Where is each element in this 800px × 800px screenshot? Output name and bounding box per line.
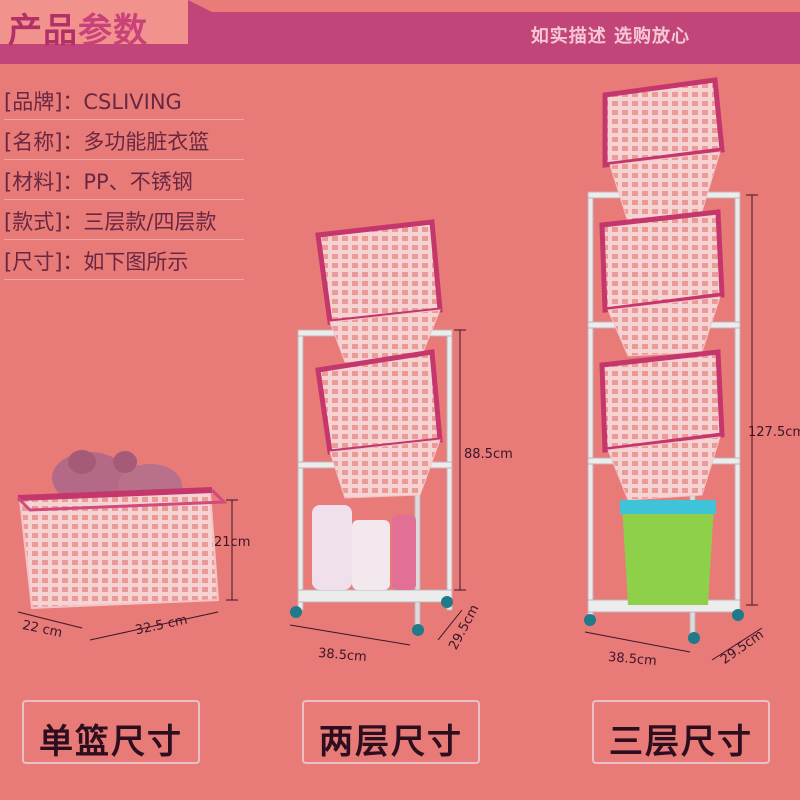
middle-basket bbox=[315, 349, 443, 455]
three-tier-rack-image bbox=[584, 77, 763, 661]
basket-rim bbox=[17, 487, 213, 501]
two-tier-height-label: 88.5cm bbox=[464, 447, 513, 462]
two-tier-label: 两层尺寸 bbox=[302, 700, 480, 764]
three-tier-height-label: 127.5cm bbox=[748, 425, 800, 440]
single-basket-label-text: 单篮尺寸 bbox=[39, 722, 183, 762]
third-basket bbox=[599, 349, 725, 453]
page-title: 产品参数 bbox=[8, 3, 148, 52]
spec-brand: [品牌]：CSLIVING bbox=[4, 86, 244, 126]
three-tier-label: 三层尺寸 bbox=[592, 700, 770, 764]
two-tier-label-text: 两层尺寸 bbox=[319, 722, 463, 762]
spec-style: [款式]：三层款/四层款 bbox=[4, 206, 244, 246]
top-basket bbox=[315, 219, 443, 325]
header: 产品参数 如实描述 选购放心 bbox=[0, 0, 800, 64]
spec-material: [材料]：PP、不锈钢 bbox=[4, 166, 244, 206]
detergent-bottle bbox=[312, 505, 352, 590]
spec-name: [名称]：多功能脏衣篮 bbox=[4, 126, 244, 166]
top-basket bbox=[602, 77, 725, 168]
two-tier-rack-image bbox=[289, 219, 466, 646]
three-tier-label-text: 三层尺寸 bbox=[609, 722, 753, 762]
single-basket-image bbox=[16, 450, 238, 641]
title-block: 产品参数 bbox=[0, 0, 188, 51]
spec-list: [品牌]：CSLIVING [名称]：多功能脏衣篮 [材料]：PP、不锈钢 [款… bbox=[4, 86, 244, 286]
title-part-1: 产品 bbox=[8, 11, 78, 51]
second-basket bbox=[599, 209, 725, 313]
single-basket-label: 单篮尺寸 bbox=[22, 700, 200, 764]
single-height-label: 21cm bbox=[214, 535, 251, 550]
spec-size: [尺寸]：如下图所示 bbox=[4, 246, 244, 286]
tagline: 如实描述 选购放心 bbox=[530, 26, 690, 47]
green-bucket bbox=[622, 505, 714, 605]
title-part-2: 参数 bbox=[78, 11, 148, 51]
